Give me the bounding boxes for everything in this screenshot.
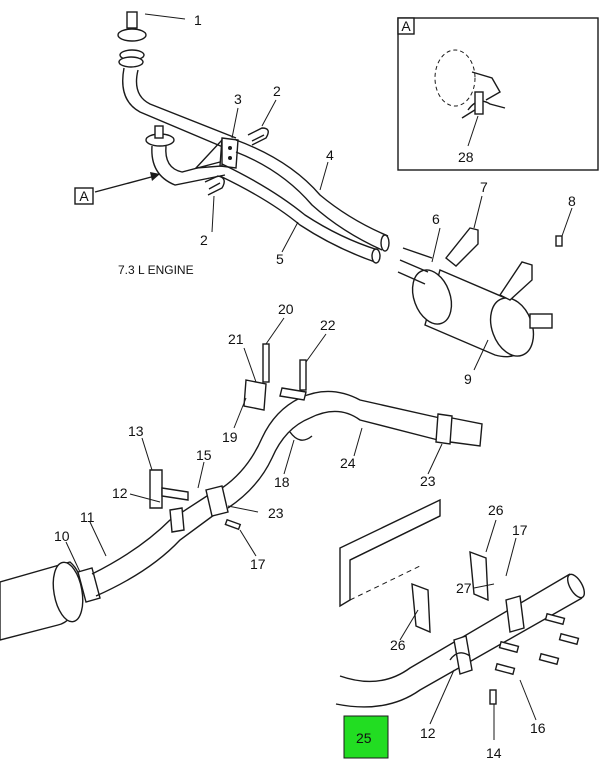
callout-18: 18	[274, 474, 290, 490]
callout-22: 22	[320, 317, 336, 333]
callout-12: 12	[112, 485, 128, 501]
callout-26: 26	[488, 502, 504, 518]
callout-25[interactable]: 25	[356, 730, 372, 746]
callout-23: 23	[420, 473, 436, 489]
callout-7: 7	[480, 179, 488, 195]
callout-1: 1	[194, 12, 202, 28]
muffler-assembly	[397, 195, 573, 371]
engine-label: 7.3 L ENGINE	[118, 263, 194, 277]
callout-12: 12	[420, 725, 436, 741]
callout-5: 5	[276, 251, 284, 267]
detail-view-label: A	[401, 18, 411, 34]
callout-6: 6	[432, 211, 440, 227]
detail-ref-box	[74, 187, 94, 205]
callout-labels: 1 2 2 3 4 5 6 7 8 9 10 11 12 12 13 14 15…	[54, 12, 576, 761]
callout-17: 17	[250, 556, 266, 572]
callout-15: 15	[196, 447, 212, 463]
callout-2: 2	[200, 232, 208, 248]
detail-view-a	[397, 17, 599, 171]
callout-11: 11	[80, 509, 95, 525]
callout-2: 2	[273, 83, 281, 99]
callout-8: 8	[568, 193, 576, 209]
engine-pipe-assembly	[94, 11, 390, 264]
callout-21: 21	[228, 331, 244, 347]
callout-24: 24	[340, 455, 356, 471]
flange-upper	[117, 28, 147, 42]
callout-27: 27	[456, 580, 472, 596]
callout-17: 17	[512, 522, 528, 538]
callout-9: 9	[464, 371, 472, 387]
callout-4: 4	[326, 147, 334, 163]
callout-23: 23	[268, 505, 284, 521]
callout-16: 16	[530, 720, 546, 736]
callout-28: 28	[458, 149, 474, 165]
detail-ref-label: A	[79, 188, 89, 204]
callout-14: 14	[486, 745, 502, 761]
tailpipe-assembly	[0, 317, 483, 641]
callout-10: 10	[54, 528, 70, 544]
frame-rail-assembly	[335, 498, 586, 740]
highlight-part-25[interactable]	[343, 715, 389, 759]
callout-13: 13	[128, 423, 144, 439]
callout-3: 3	[234, 91, 242, 107]
callout-19: 19	[222, 429, 238, 445]
callout-20: 20	[278, 301, 294, 317]
bolt-1	[126, 11, 138, 29]
callout-26: 26	[390, 637, 406, 653]
